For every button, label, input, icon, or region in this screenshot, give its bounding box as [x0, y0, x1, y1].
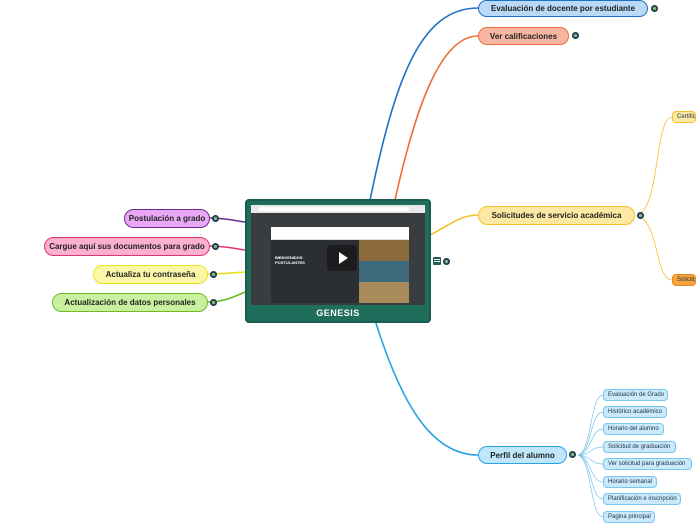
info-icon[interactable]	[210, 299, 217, 306]
node-ver-calificaciones[interactable]: Ver calificaciones	[478, 27, 569, 45]
node-postulacion-grado[interactable]: Postulación a grado	[124, 209, 210, 228]
solicitudes-child-solicitud[interactable]: Solicitu	[672, 274, 696, 286]
info-icon[interactable]	[210, 271, 217, 278]
node-evaluacion-docente[interactable]: Evaluación de docente por estudiante	[478, 0, 648, 17]
perfil-child[interactable]: Pagina principal	[603, 511, 655, 523]
info-icon[interactable]	[569, 451, 576, 458]
note-icon[interactable]	[433, 257, 441, 265]
info-icon[interactable]	[572, 32, 579, 39]
info-icon[interactable]	[651, 5, 658, 12]
info-icon[interactable]	[212, 243, 219, 250]
solicitudes-child-certifica[interactable]: Certifica	[672, 111, 696, 123]
central-topic-label: GENESIS	[316, 308, 360, 318]
browser-bar	[251, 205, 425, 213]
node-cargue-documentos[interactable]: Cargue aquí sus documentos para grado	[44, 237, 210, 256]
play-icon[interactable]	[327, 245, 357, 271]
node-solicitudes-servicio[interactable]: Solicitudes de servicio académica	[478, 206, 635, 225]
perfil-child[interactable]: Horario del alumno	[603, 423, 664, 435]
info-icon[interactable]	[443, 258, 450, 265]
perfil-child[interactable]: Histórico académico	[603, 406, 667, 418]
perfil-child[interactable]: Planificación e inscripción	[603, 493, 681, 505]
perfil-child[interactable]: Horario semanal	[603, 476, 657, 488]
perfil-child[interactable]: Evaluación de Grado	[603, 389, 668, 401]
info-icon[interactable]	[637, 212, 644, 219]
perfil-child[interactable]: Ver solicitud para graduación	[603, 458, 692, 470]
perfil-child[interactable]: Solicitud de graduación	[603, 441, 676, 453]
node-actualizacion-datos[interactable]: Actualización de datos personales	[52, 293, 208, 312]
node-perfil-alumno[interactable]: Perfil del alumno	[478, 446, 567, 464]
info-icon[interactable]	[212, 215, 219, 222]
node-actualiza-contrasena[interactable]: Actualiza tu contraseña	[93, 265, 208, 284]
